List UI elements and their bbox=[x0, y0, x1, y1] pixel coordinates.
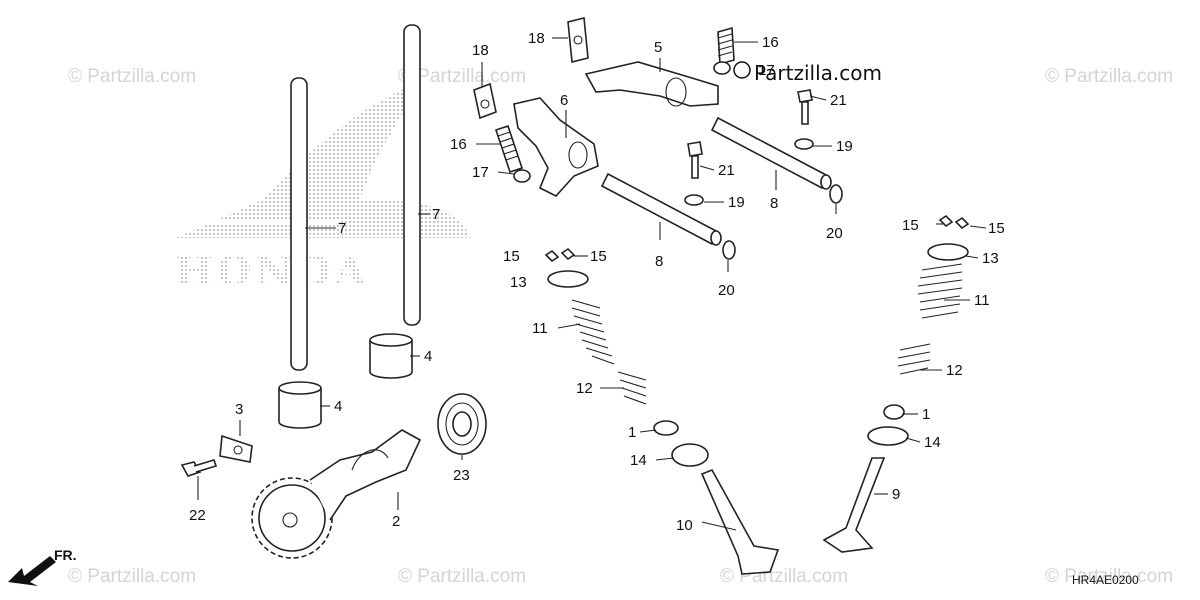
callout-5: 5 bbox=[654, 39, 662, 56]
callout-18: 18 bbox=[472, 42, 489, 59]
callout-23: 23 bbox=[453, 467, 470, 484]
callout-8: 8 bbox=[770, 195, 778, 212]
watermark: © Partzilla.com bbox=[68, 566, 196, 587]
callout-8: 8 bbox=[655, 253, 663, 270]
rocker-shaft-lower bbox=[600, 172, 722, 246]
callout-9: 9 bbox=[892, 486, 900, 503]
valve-left bbox=[700, 468, 780, 575]
callout-17: 17 bbox=[472, 164, 489, 181]
brand-overlay: Partzilla.com bbox=[733, 61, 882, 85]
watermark: © Partzilla.com bbox=[1045, 66, 1173, 87]
tappet-lower bbox=[278, 381, 322, 429]
callout-12: 12 bbox=[946, 362, 963, 379]
callout-14: 14 bbox=[924, 434, 941, 451]
copyright-icon bbox=[733, 61, 751, 79]
rocker-shaft-upper bbox=[710, 116, 832, 190]
callout-10: 10 bbox=[676, 517, 693, 534]
tappet-upper bbox=[369, 333, 413, 379]
callout-21: 21 bbox=[718, 162, 735, 179]
honda-wing-logo: HONDA bbox=[175, 82, 470, 295]
cotters-right bbox=[938, 214, 970, 230]
valve-right bbox=[822, 457, 886, 553]
plate-18-right bbox=[567, 16, 589, 64]
adjust-screw-left bbox=[494, 124, 531, 183]
callout-3: 3 bbox=[235, 401, 243, 418]
leader-lines bbox=[197, 37, 987, 531]
cam-plate bbox=[219, 434, 253, 463]
bearing bbox=[437, 393, 487, 455]
o-ring-20-upper bbox=[829, 184, 843, 204]
watermark: © Partzilla.com bbox=[720, 566, 848, 587]
camshaft bbox=[251, 429, 422, 559]
bolt-21-lower bbox=[684, 141, 704, 206]
callout-13: 13 bbox=[510, 274, 527, 291]
callout-16: 16 bbox=[762, 34, 779, 51]
callout-1: 1 bbox=[922, 406, 930, 423]
callout-2: 2 bbox=[392, 513, 400, 530]
front-arrow-icon bbox=[8, 556, 56, 586]
callout-19: 19 bbox=[728, 194, 745, 211]
rocker-arm-5 bbox=[584, 61, 719, 107]
callout-15: 15 bbox=[590, 248, 607, 265]
callout-15: 15 bbox=[902, 217, 919, 234]
callout-15: 15 bbox=[988, 220, 1005, 237]
callout-21: 21 bbox=[830, 92, 847, 109]
cotters-left bbox=[544, 247, 576, 263]
valve-spring-left bbox=[547, 270, 709, 467]
brand-text: Partzilla.com bbox=[754, 61, 882, 85]
callout-12: 12 bbox=[576, 380, 593, 397]
plate-18-left bbox=[473, 82, 497, 120]
front-label: FR. bbox=[54, 547, 77, 563]
callout-13: 13 bbox=[982, 250, 999, 267]
callout-7: 7 bbox=[338, 220, 346, 237]
push-rod-right bbox=[403, 24, 421, 326]
callout-20: 20 bbox=[826, 225, 843, 242]
callout-7: 7 bbox=[432, 206, 440, 223]
callouts: 7 7 4 4 3 22 2 23 18 18 5 6 16 17 16 17 … bbox=[189, 30, 1005, 534]
callout-17: 17 bbox=[758, 62, 775, 79]
watermark: © Partzilla.com bbox=[398, 566, 526, 587]
watermark: © Partzilla.com bbox=[398, 66, 526, 87]
watermark: © Partzilla.com bbox=[68, 66, 196, 87]
callout-6: 6 bbox=[560, 92, 568, 109]
diagram-code: HR4AE0200 bbox=[1072, 573, 1139, 587]
valve-spring-right bbox=[867, 243, 969, 446]
callout-16: 16 bbox=[450, 136, 467, 153]
front-direction-indicator: FR. bbox=[8, 547, 77, 586]
adjust-screw-right bbox=[713, 26, 735, 75]
callout-4: 4 bbox=[424, 348, 432, 365]
o-ring-20-lower bbox=[722, 240, 736, 260]
watermarks: © Partzilla.com © Partzilla.com © Partzi… bbox=[68, 66, 1173, 587]
bolt-21-upper bbox=[794, 89, 814, 150]
callout-20: 20 bbox=[718, 282, 735, 299]
rocker-arm-6 bbox=[513, 97, 599, 197]
callout-15: 15 bbox=[503, 248, 520, 265]
callout-4: 4 bbox=[334, 398, 342, 415]
bolt-22 bbox=[180, 459, 218, 477]
watermark: © Partzilla.com bbox=[1045, 566, 1173, 587]
callout-1: 1 bbox=[628, 424, 636, 441]
push-rod-left bbox=[290, 77, 308, 371]
callout-18: 18 bbox=[528, 30, 545, 47]
callout-14: 14 bbox=[630, 452, 647, 469]
callout-19: 19 bbox=[836, 138, 853, 155]
callout-22: 22 bbox=[189, 507, 206, 524]
callout-11: 11 bbox=[974, 292, 990, 309]
callout-11: 11 bbox=[532, 320, 548, 337]
logo-text: HONDA bbox=[175, 248, 370, 295]
